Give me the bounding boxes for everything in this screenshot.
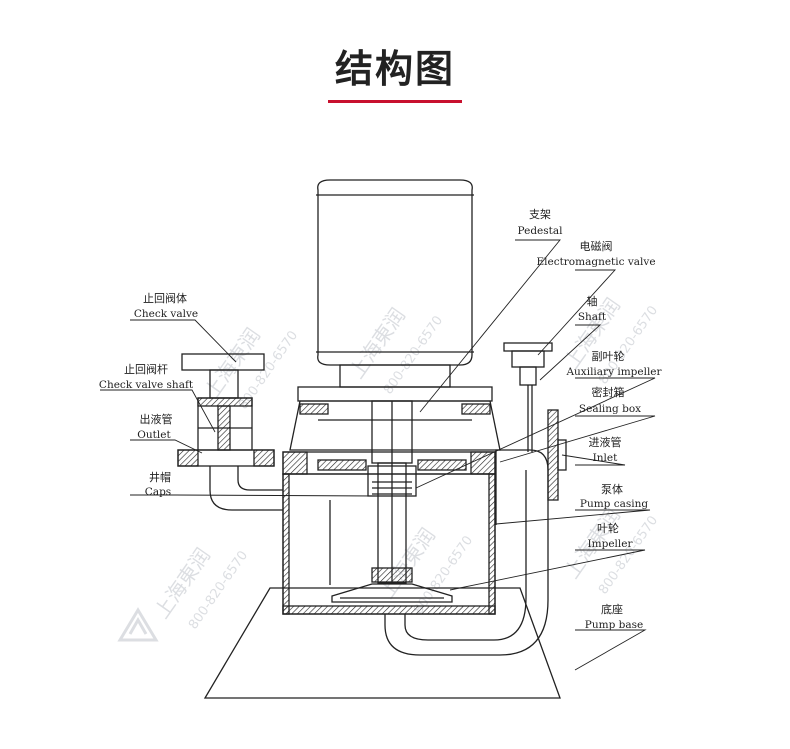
label-auxiliary-impeller-cn: 副叶轮 xyxy=(592,349,625,363)
label-sealing-box: 密封箱 Sealing box xyxy=(579,385,641,415)
label-pedestal-cn: 支架 xyxy=(529,208,551,221)
label-check-valve-cn: 止回阀体 xyxy=(143,291,187,305)
shaft xyxy=(371,400,413,584)
label-sealing-box-en: Sealing box xyxy=(579,403,641,415)
company-logo-icon xyxy=(117,607,159,642)
label-outlet-cn: 出液管 xyxy=(140,412,173,426)
label-shaft-en: Shaft xyxy=(578,311,607,323)
label-outlet-en: Outlet xyxy=(137,429,171,441)
inlet-pipe xyxy=(384,409,567,656)
casing-top-plate xyxy=(282,451,496,475)
auxiliary-impeller xyxy=(367,465,417,497)
pedestal xyxy=(289,386,501,451)
label-pump-base-cn: 底座 xyxy=(601,602,623,616)
label-check-valve-shaft-en: Check valve shaft xyxy=(99,379,194,391)
label-check-valve-en: Check valve xyxy=(134,308,198,320)
pump-drawing xyxy=(177,179,567,699)
label-solenoid-valve: 电磁阀 Electromagnetic valve xyxy=(536,239,655,268)
label-caps-en: Caps xyxy=(145,486,171,498)
label-shaft: 轴 Shaft xyxy=(578,294,607,323)
label-impeller: 叶轮 Impeller xyxy=(588,521,634,550)
label-pump-casing: 泵体 Pump casing xyxy=(580,482,648,510)
label-caps-cn: 井帽 xyxy=(149,470,171,484)
label-pump-base-en: Pump base xyxy=(585,619,643,631)
label-auxiliary-impeller-en: Auxiliary impeller xyxy=(565,366,662,378)
label-caps: 井帽 Caps xyxy=(145,470,171,498)
page-title: 结构图 xyxy=(334,47,455,91)
impeller xyxy=(331,567,453,603)
label-auxiliary-impeller: 副叶轮 Auxiliary impeller xyxy=(565,349,662,378)
label-check-valve-shaft: 止回阀杆 Check valve shaft xyxy=(99,362,194,391)
label-check-valve: 止回阀体 Check valve xyxy=(134,291,198,320)
label-pump-casing-cn: 泵体 xyxy=(601,482,623,496)
pump-casing xyxy=(282,473,496,615)
label-pedestal-en: Pedestal xyxy=(518,225,564,237)
label-outlet: 出液管 Outlet xyxy=(137,412,172,441)
label-inlet-cn: 进液管 xyxy=(589,435,622,449)
label-pump-base: 底座 Pump base xyxy=(585,602,643,631)
label-shaft-cn: 轴 xyxy=(587,294,598,308)
label-pump-casing-en: Pump casing xyxy=(580,498,648,510)
pump-base xyxy=(203,587,561,699)
motor xyxy=(316,179,474,388)
title-underline xyxy=(328,100,462,103)
label-sealing-box-cn: 密封箱 xyxy=(592,385,625,399)
solenoid-valve xyxy=(503,342,553,452)
label-solenoid-valve-cn: 电磁阀 xyxy=(580,239,613,253)
label-solenoid-valve-en: Electromagnetic valve xyxy=(536,256,655,268)
label-check-valve-shaft-cn: 止回阀杆 xyxy=(124,362,168,376)
leader-lines xyxy=(100,239,656,671)
label-impeller-cn: 叶轮 xyxy=(597,521,619,535)
check-valve xyxy=(177,353,275,467)
label-impeller-en: Impeller xyxy=(588,538,634,550)
label-inlet-en: Inlet xyxy=(593,452,618,464)
label-pedestal: 支架 Pedestal xyxy=(518,208,564,237)
outlet-pipe xyxy=(209,466,283,511)
label-inlet: 进液管 Inlet xyxy=(589,435,622,464)
